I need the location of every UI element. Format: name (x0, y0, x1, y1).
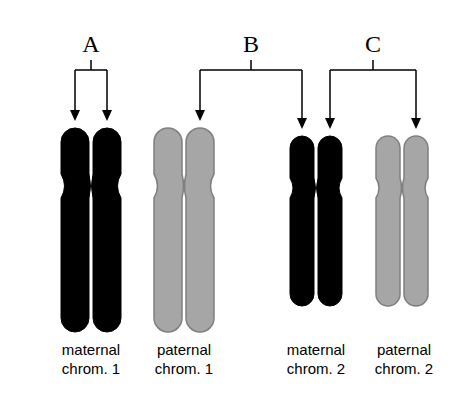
bracket-c-arrowheads (325, 118, 421, 129)
bracket-a (75, 60, 107, 112)
paternal-chromosome-2 (376, 136, 428, 306)
bracket-c (330, 60, 416, 120)
chromosome-label: paternal chrom. 2 (365, 340, 443, 378)
maternal-chromosome-1 (61, 128, 121, 332)
bracket-letter: C (365, 31, 381, 57)
paternal-chromosome-1 (154, 128, 214, 332)
chromosome-label: paternal chrom. 1 (145, 340, 223, 378)
bracket-a-arrowheads (70, 110, 112, 121)
bracket-b-arrowheads (195, 110, 307, 129)
bracket-letter: B (243, 31, 259, 57)
chromosome-label: maternal chrom. 1 (52, 340, 130, 378)
bracket-letter: A (82, 31, 99, 57)
bracket-b (200, 60, 302, 120)
chromosome-label: maternal chrom. 2 (277, 340, 355, 378)
maternal-chromosome-2 (290, 136, 342, 306)
